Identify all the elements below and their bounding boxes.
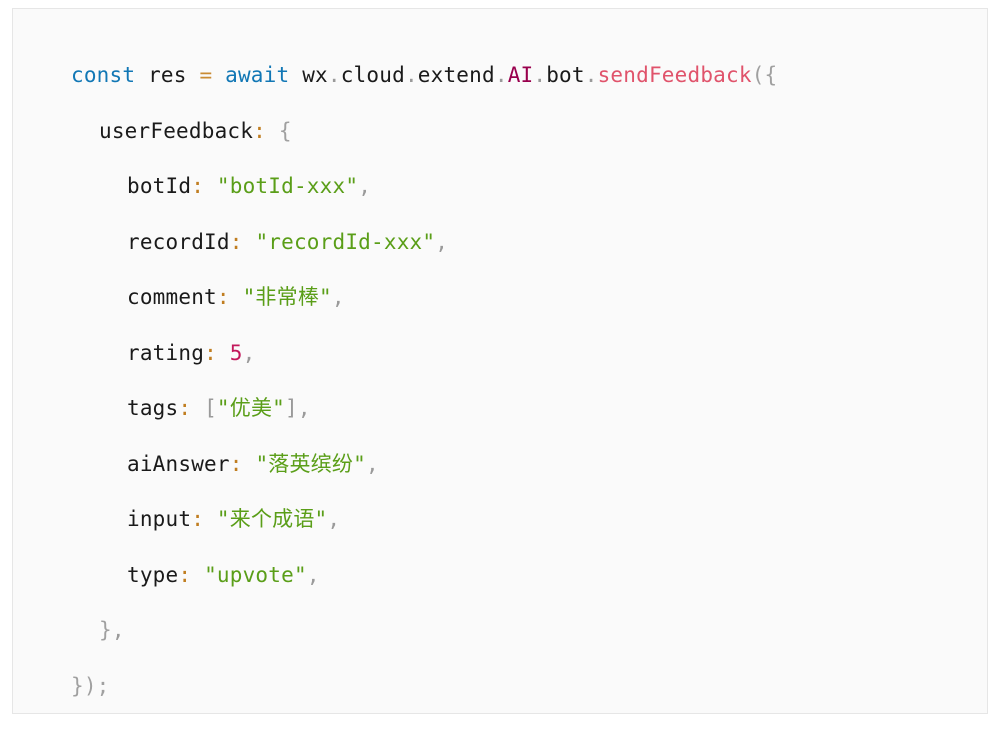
code-token-string: "落英缤纷" — [255, 451, 366, 476]
code-block: const res = await wx.cloud.extend.AI.bot… — [12, 8, 988, 714]
code-token-plain — [217, 341, 230, 365]
code-token-ns: AI — [507, 63, 534, 87]
code-token-plain: wx — [302, 63, 328, 87]
code-line: input: "来个成语", — [13, 492, 987, 548]
code-token-comma: , — [358, 174, 372, 198]
code-line: }, — [13, 603, 987, 659]
code-token-colon: : — [178, 396, 192, 420]
code-token-comma: , — [111, 618, 125, 642]
code-token-plain — [243, 230, 256, 254]
code-token-keyword: const — [71, 63, 136, 87]
code-token-bracket: [ — [204, 396, 217, 420]
code-token-prop: comment — [127, 285, 217, 309]
code-token-punct: } — [99, 618, 112, 642]
code-token-plain — [266, 119, 279, 143]
code-token-plain: cloud — [340, 63, 405, 87]
code-line: userFeedback: { — [13, 104, 987, 160]
code-token-colon: : — [253, 118, 266, 143]
code-token-prop: recordId — [127, 229, 230, 254]
code-token-prop: aiAnswer — [127, 451, 230, 476]
code-token-prop: type — [127, 562, 179, 587]
code-token-dot: . — [584, 63, 598, 87]
code-token-comma: , — [242, 340, 256, 365]
code-token-plain — [230, 285, 243, 309]
code-token-prop: rating — [127, 340, 205, 365]
code-token-plain — [212, 63, 225, 87]
code-token-string: "botId-xxx" — [216, 174, 359, 198]
code-token-plain — [289, 63, 302, 87]
code-token-colon: : — [191, 174, 205, 198]
code-line: type: "upvote", — [13, 548, 987, 604]
code-token-number: 5 — [229, 340, 243, 365]
code-token-comma: , — [306, 562, 320, 587]
code-token-dot: . — [494, 63, 508, 87]
code-token-prop: userFeedback — [99, 118, 254, 143]
code-token-colon: : — [229, 451, 243, 476]
code-token-prop: tags — [127, 396, 179, 420]
code-line: }); — [13, 659, 987, 714]
code-line: comment: "非常棒", — [13, 270, 987, 326]
code-token-colon: : — [204, 340, 217, 365]
code-token-plain — [204, 507, 217, 531]
code-token-comma: , — [327, 507, 341, 531]
code-token-string: "来个成语" — [216, 507, 328, 531]
code-token-colon: : — [216, 285, 230, 309]
code-token-colon: : — [191, 507, 205, 531]
code-token-plain — [243, 452, 256, 476]
code-token-plain — [187, 63, 200, 87]
code-token-prop: botId — [127, 174, 192, 198]
code-token-prop: input — [127, 507, 192, 531]
code-line: rating: 5, — [13, 326, 987, 382]
code-token-dot: . — [327, 63, 341, 87]
code-token-string: "非常棒" — [242, 285, 332, 309]
code-token-op: = — [199, 63, 213, 87]
code-token-punct: { — [278, 118, 292, 143]
code-token-comma: , — [331, 285, 345, 309]
code-line: const res = await wx.cloud.extend.AI.bot… — [13, 48, 987, 104]
code-line: botId: "botId-xxx", — [13, 159, 987, 215]
code-content[interactable]: const res = await wx.cloud.extend.AI.bot… — [13, 30, 987, 714]
code-token-punct: ({ — [751, 63, 778, 87]
code-token-dot: . — [533, 63, 547, 87]
code-token-colon: : — [178, 562, 192, 587]
code-token-plain: bot — [546, 63, 585, 87]
code-token-plain — [135, 63, 148, 87]
code-line: recordId: "recordId-xxx", — [13, 215, 987, 271]
code-token-plain — [204, 174, 217, 198]
code-token-punct: }); — [71, 673, 110, 698]
code-line: tags: ["优美"], — [13, 381, 987, 437]
code-token-string: "recordId-xxx" — [255, 229, 436, 254]
code-token-plain — [191, 563, 204, 587]
code-token-plain — [191, 396, 204, 420]
code-token-fn: sendFeedback — [597, 63, 752, 87]
code-token-comma: , — [435, 229, 449, 254]
code-token-string: "upvote" — [204, 562, 307, 587]
code-token-colon: : — [229, 229, 243, 254]
code-token-bracket: ] — [285, 396, 298, 420]
code-token-plain: res — [148, 63, 187, 87]
code-token-comma: , — [297, 396, 311, 420]
code-token-dot: . — [404, 63, 418, 87]
code-token-keyword: await — [225, 63, 290, 87]
code-token-plain: extend — [417, 63, 495, 87]
code-token-string: "优美" — [216, 396, 285, 420]
code-token-comma: , — [365, 451, 379, 476]
code-line: aiAnswer: "落英缤纷", — [13, 437, 987, 493]
